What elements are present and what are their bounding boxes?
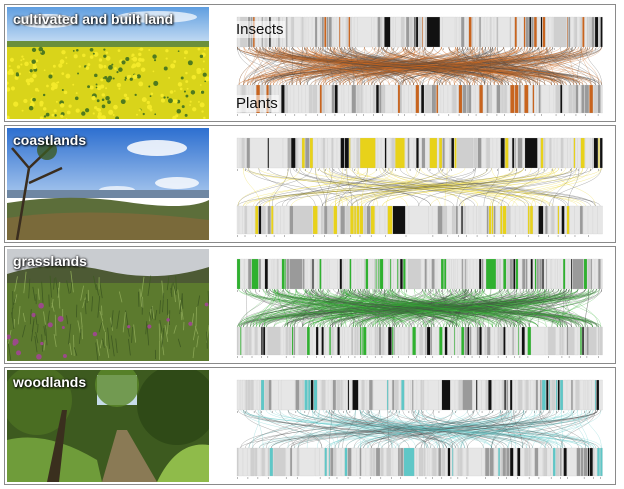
habitat-label: coastlands: [13, 132, 87, 148]
bipartite-network-2: [236, 258, 603, 358]
interaction-links: [237, 288, 602, 328]
insect-nodes: [236, 379, 603, 411]
plant-nodes: [236, 84, 603, 114]
plant-nodes-ticks: [237, 356, 599, 358]
panel-woodlands: woodlands: [4, 367, 616, 485]
habitat-label: grasslands: [13, 253, 87, 269]
interaction-network: [231, 128, 609, 240]
habitat-label: cultivated and built land: [13, 11, 174, 27]
insects-row-label: Insects: [235, 21, 285, 38]
interaction-network: [231, 249, 609, 361]
plant-nodes: [236, 447, 603, 477]
plant-nodes-ticks: [237, 235, 589, 237]
plant-nodes: [236, 205, 603, 235]
insect-nodes-ticks: [237, 290, 602, 292]
plant-nodes-ticks: [237, 114, 599, 116]
habitat-label: woodlands: [13, 374, 87, 390]
panel-grasslands: grasslands: [4, 246, 616, 364]
insect-nodes: [236, 258, 603, 290]
panel-cultivated: cultivated and built land Insects Plants: [4, 4, 616, 122]
plants-row-label: Plants: [235, 95, 279, 112]
panel-coastlands: coastlands: [4, 125, 616, 243]
bipartite-network-1: [236, 137, 603, 237]
interaction-links: [237, 46, 602, 86]
coastal-hillside-photo: [7, 128, 209, 240]
interaction-network: [231, 370, 609, 482]
insect-nodes: [236, 137, 603, 169]
insect-nodes-ticks: [237, 48, 596, 50]
forest-path-photo: [7, 370, 209, 482]
interaction-links: [238, 409, 602, 449]
rapeseed-field-photo: [7, 7, 209, 119]
meadow-photo: [7, 249, 209, 361]
plant-nodes: [236, 326, 603, 356]
interaction-network: Insects Plants: [231, 7, 609, 119]
bipartite-network-3: [236, 379, 603, 479]
bipartite-network-0: [236, 16, 603, 116]
plant-nodes-ticks: [237, 477, 601, 479]
insect-nodes: [236, 16, 603, 48]
insect-nodes-ticks: [237, 411, 598, 413]
insect-nodes-ticks: [237, 169, 600, 171]
interaction-links: [237, 167, 602, 207]
